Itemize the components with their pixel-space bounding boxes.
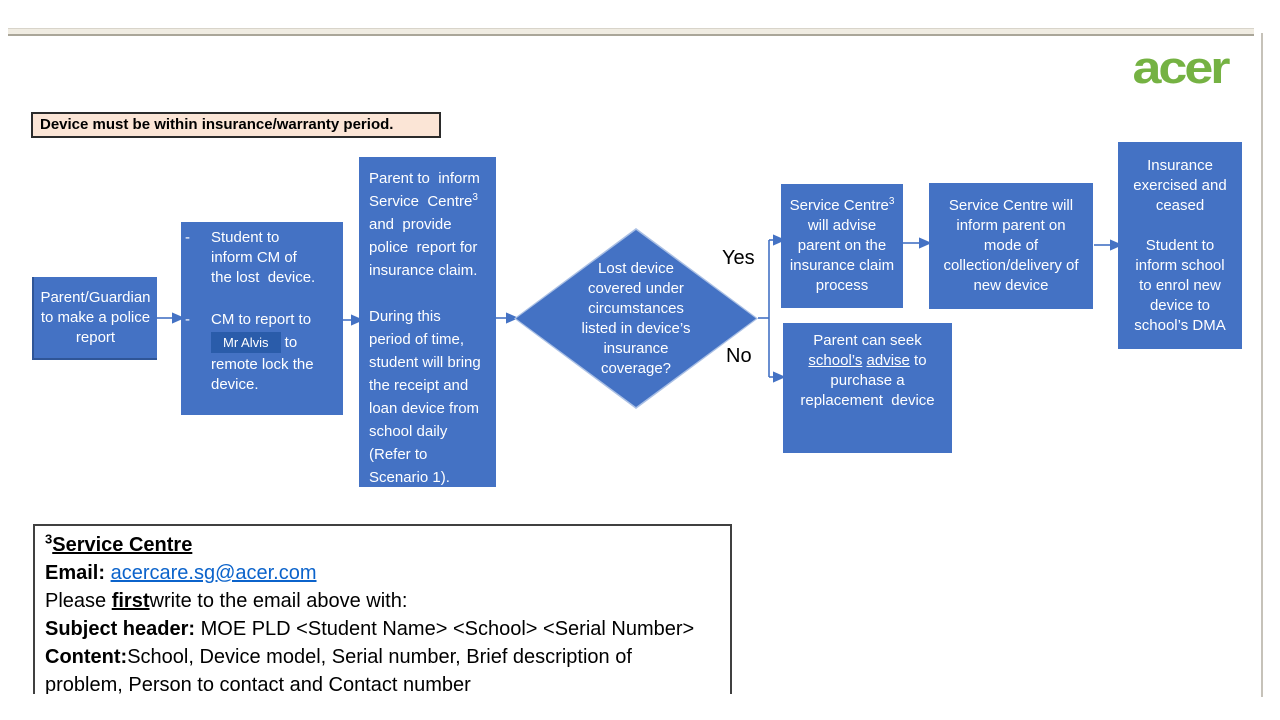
no-label: No: [726, 345, 752, 367]
footnote-title: Service Centre: [52, 534, 193, 556]
acer-logo-text: acer: [1132, 42, 1231, 94]
box-inform-cm: - Student to inform CM of the lost devic…: [181, 222, 343, 415]
footnote-email-line: Email: acercare.sg@acer.com: [45, 559, 720, 587]
footnote-ref-3: 3: [472, 192, 478, 203]
yes-label: Yes: [722, 247, 755, 269]
bullet-dash-icon: -: [185, 311, 190, 328]
box-claim-process-text: Service Centre3 will advise parent on th…: [790, 196, 895, 296]
inform-cm-item-1-text: Student to inform CM of the lost device.: [211, 229, 316, 286]
box-parent-report-text: Parent/Guardian to make a police report: [40, 288, 151, 346]
replacement-underline-2: advise: [866, 352, 910, 369]
decision-diamond-text: Lost device covered under circumstances …: [581, 259, 691, 377]
content-label: Content:: [45, 646, 128, 668]
inform-cm-item-2: - CM to report to Mr Alvis to remote loc…: [185, 310, 337, 395]
replacement-post: to purchase a replacement device: [800, 352, 935, 409]
email-link[interactable]: acercare.sg@acer.com: [110, 562, 317, 584]
subject-label: Subject header:: [45, 618, 196, 640]
subject-text: MOE PLD <Student Name> <School> <Serial …: [195, 618, 695, 640]
footnote-box: 3Service Centre Email: acercare.sg@acer.…: [33, 524, 732, 694]
inform-cm-item-2-pre: CM to report to: [211, 311, 312, 328]
warranty-banner-text: Device must be within insurance/warranty…: [40, 116, 394, 133]
claim-process-post: will advise parent on the insurance clai…: [789, 217, 895, 294]
box-inform-service-centre: Parent to inform Service Centre3 and pro…: [359, 157, 496, 487]
inform-cm-item-2-text: CM to report to Mr Alvis to remote lock …: [211, 310, 337, 395]
footnote-title-line: 3Service Centre: [45, 531, 720, 559]
page-right-border: [1261, 33, 1263, 697]
box-insurance-ceased-text: Insurance exercised and ceased Student t…: [1133, 156, 1227, 334]
inform-cm-item-1: - Student to inform CM of the lost devic…: [185, 228, 337, 288]
replacement-pre: Parent can seek: [813, 332, 922, 349]
email-label: Email:: [45, 562, 111, 584]
bullet-dash-icon: -: [185, 229, 190, 246]
box-collection-mode-text: Service Centre will inform parent on mod…: [943, 197, 1079, 294]
service-centre-part1-post: and provide police report for insurance …: [369, 216, 478, 279]
mr-alvis-tag: Mr Alvis: [211, 332, 281, 353]
footnote-content-line: Content:School, Device model, Serial num…: [45, 643, 685, 694]
acer-logo: acer: [1104, 42, 1256, 95]
content-text: School, Device model, Serial number, Bri…: [45, 646, 632, 694]
replacement-underline-1: school’s: [808, 352, 863, 369]
box-claim-process: Service Centre3 will advise parent on th…: [781, 184, 903, 308]
footnote-sup-3: 3: [45, 531, 53, 547]
warranty-banner: Device must be within insurance/warranty…: [31, 112, 441, 138]
please-pre: Please: [45, 590, 112, 612]
decision-diamond: Lost device covered under circumstances …: [514, 228, 758, 409]
claim-process-pre: Service Centre: [789, 197, 889, 214]
box-collection-mode: Service Centre will inform parent on mod…: [929, 183, 1093, 309]
box-replacement-advice: Parent can seek school’s advise to purch…: [783, 323, 952, 453]
footnote-please-line: Please firstwrite to the email above wit…: [45, 587, 720, 615]
box-insurance-ceased: Insurance exercised and ceased Student t…: [1118, 142, 1242, 349]
footnote-subject-line: Subject header: MOE PLD <Student Name> <…: [45, 615, 720, 643]
inform-cm-item-2-post: to remote lock the device.: [211, 334, 314, 393]
service-centre-part1-pre: Parent to inform Service Centre: [369, 170, 480, 210]
top-edge-strip: [8, 28, 1254, 36]
box-parent-report: Parent/Guardian to make a police report: [32, 277, 157, 360]
footnote-ref-3: 3: [888, 196, 895, 207]
service-centre-part2: During this period of time, student will…: [369, 308, 481, 486]
please-post: write to the email above with:: [149, 590, 408, 612]
please-first: first: [111, 590, 150, 612]
